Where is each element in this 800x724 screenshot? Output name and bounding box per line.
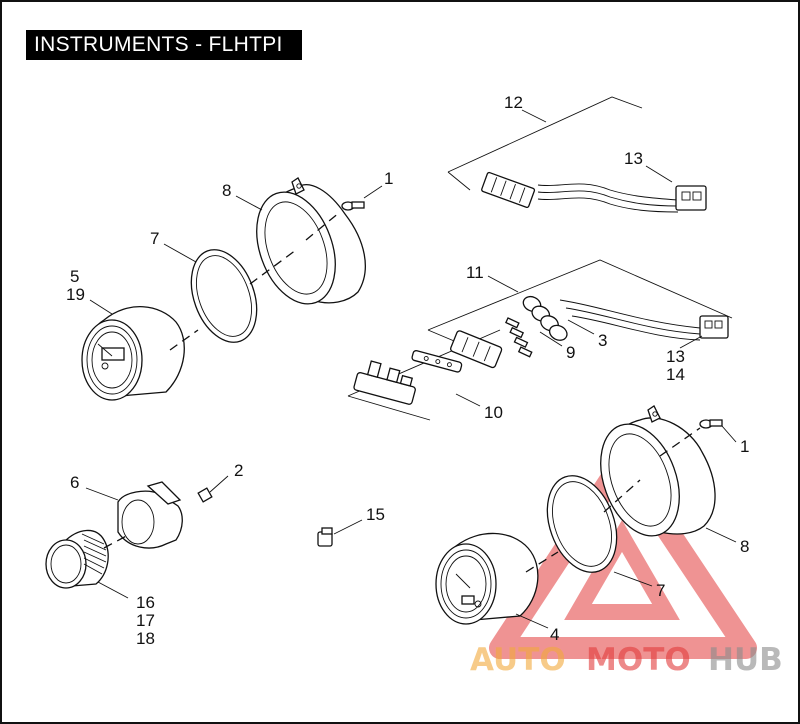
axis-line: [525, 551, 559, 573]
axis-line: [169, 329, 199, 351]
callout-2: 2: [234, 461, 243, 480]
axis-line: [305, 211, 341, 241]
nut-2: [197, 487, 213, 503]
callout-1: 1: [384, 169, 393, 188]
callout-7: 7: [150, 229, 159, 248]
callout-4: 4: [550, 625, 559, 644]
screw-1-lower: [699, 419, 723, 429]
callout-3: 3: [598, 331, 607, 350]
seal-ring-7-lower: [546, 475, 618, 573]
callout-19: 19: [66, 285, 85, 304]
callouts: 1 8 7 5 19 12 13 11 3 9 13 14 10 2 6 15 …: [66, 93, 749, 648]
axis-line: [249, 249, 297, 285]
axis-line: [603, 479, 641, 513]
callout-9: 9: [566, 343, 575, 362]
callout-8: 8: [222, 181, 231, 200]
gauge-5-upper: [81, 306, 185, 401]
callout-7: 7: [656, 581, 665, 600]
gauge-4-lower: [435, 532, 539, 625]
callout-12: 12: [504, 93, 523, 112]
gauge-cup-8-upper: [256, 177, 366, 305]
callout-6: 6: [70, 473, 79, 492]
watermark-text: AUTO MOTO HUB: [470, 642, 783, 678]
watermark-logo: [489, 451, 757, 659]
callout-16: 16: [136, 593, 155, 612]
wiring-harness-11: [347, 259, 733, 421]
gauge-bracket-6: [117, 481, 183, 549]
callout-15: 15: [366, 505, 385, 524]
screw-1-upper: [341, 201, 365, 211]
bulb-socket-15: [317, 527, 333, 547]
watermark-word-1: AUTO: [470, 642, 566, 678]
gauge-16-lower: [45, 529, 109, 589]
callout-13: 13: [666, 347, 685, 366]
axis-line: [659, 427, 701, 457]
page-title: INSTRUMENTS - FLHTPI: [26, 30, 302, 60]
callout-1: 1: [740, 437, 749, 456]
callout-13: 13: [624, 149, 643, 168]
callout-17: 17: [136, 611, 155, 630]
callout-5: 5: [70, 267, 79, 286]
leader-lines: [85, 109, 737, 629]
callout-8: 8: [740, 537, 749, 556]
watermark-word-3: HUB: [708, 642, 783, 678]
callout-10: 10: [484, 403, 503, 422]
wiring-harness-12: [447, 96, 707, 213]
callout-14: 14: [666, 365, 685, 384]
callout-11: 11: [466, 263, 484, 282]
watermark-word-2: MOTO: [586, 642, 691, 678]
callout-18: 18: [136, 629, 155, 648]
seal-ring-7-upper: [190, 249, 258, 343]
axis-line: [103, 533, 131, 549]
